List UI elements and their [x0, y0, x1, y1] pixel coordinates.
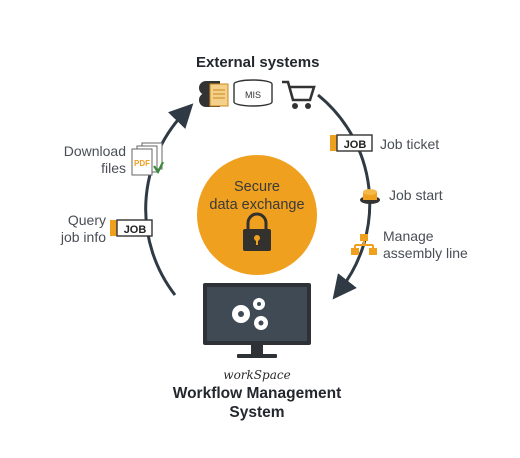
wms-title-line2: System: [229, 404, 285, 421]
printer-icon: [199, 81, 229, 107]
job-start-label: Job start: [389, 187, 443, 203]
workspace-logo: workSpace: [223, 368, 291, 382]
secure-label-line1: Secure: [234, 179, 280, 195]
external-systems-icons: MIS: [199, 79, 316, 109]
query-job-icon: JOB: [110, 219, 153, 237]
cycle-arc-left: [144, 103, 194, 296]
mis-database-icon: [233, 79, 273, 107]
secure-label-line2: data exchange: [209, 197, 305, 213]
manage-label-line2: assembly line: [383, 245, 468, 261]
assembly-line-icon: [351, 234, 377, 255]
cycle-arc-right: [317, 93, 372, 300]
mis-label: MIS: [245, 90, 261, 100]
lock-icon: [243, 212, 271, 251]
svg-text:JOB: JOB: [344, 139, 367, 151]
svg-text:JOB: JOB: [124, 224, 147, 236]
manage-label-line1: Manage: [383, 228, 434, 244]
secure-exchange-circle: [197, 155, 317, 275]
wms-title-line1: Workflow Management: [172, 385, 342, 402]
download-label-line2: files: [101, 160, 126, 176]
gears-icon: [232, 298, 268, 330]
download-label-line1: Download: [63, 143, 126, 159]
shopping-cart-icon: [282, 80, 316, 109]
pdf-files-icon: PDF: [131, 142, 164, 176]
job-ticket-label: Job ticket: [380, 136, 440, 152]
job-start-button-icon: [360, 189, 380, 204]
svg-text:PDF: PDF: [134, 159, 150, 168]
job-ticket-icon: JOB: [330, 134, 373, 152]
query-label-line2: job info: [60, 229, 106, 245]
external-systems-title: External systems: [196, 54, 320, 71]
query-label-line1: Query: [67, 212, 106, 228]
monitor-icon: [203, 283, 311, 358]
